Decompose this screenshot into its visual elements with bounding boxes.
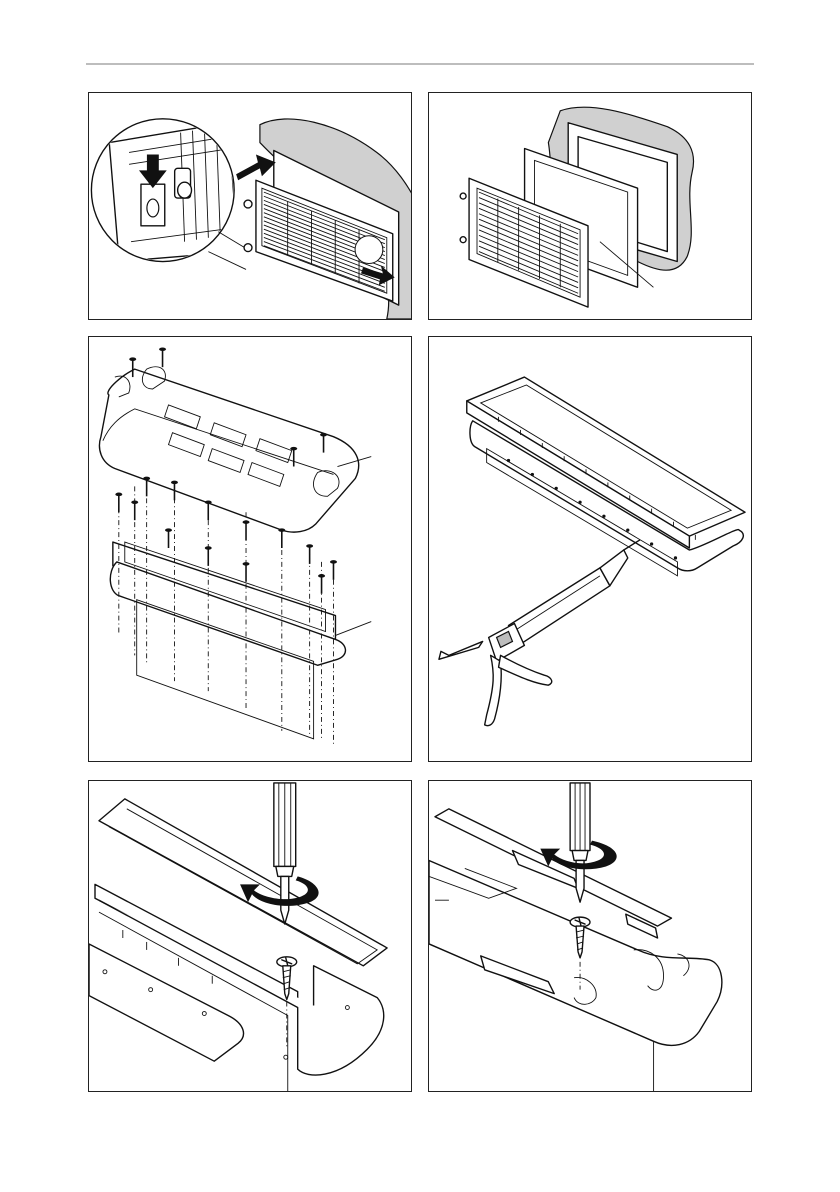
cover-fastening-illustration bbox=[429, 781, 751, 1091]
illustration-panel-grille-removal bbox=[88, 92, 412, 320]
illustration-panel-grille-frame bbox=[428, 92, 752, 320]
grille-removal-illustration bbox=[89, 93, 411, 319]
sealant-gun-illustration bbox=[429, 337, 751, 761]
frame-fastening-illustration bbox=[89, 781, 411, 1091]
vent-cover-screws-exploded-illustration bbox=[89, 337, 411, 761]
frame-illustration bbox=[467, 377, 745, 576]
illustration-panel-cover-screws bbox=[88, 336, 412, 762]
illustration-panel-screw-cover bbox=[428, 780, 752, 1092]
arrow-icon bbox=[236, 154, 276, 180]
header-rule bbox=[86, 63, 754, 65]
illustration-panel-sealant bbox=[428, 336, 752, 762]
grille-frame-exploded-illustration bbox=[429, 93, 751, 319]
illustration-panel-screw-frame bbox=[88, 780, 412, 1092]
